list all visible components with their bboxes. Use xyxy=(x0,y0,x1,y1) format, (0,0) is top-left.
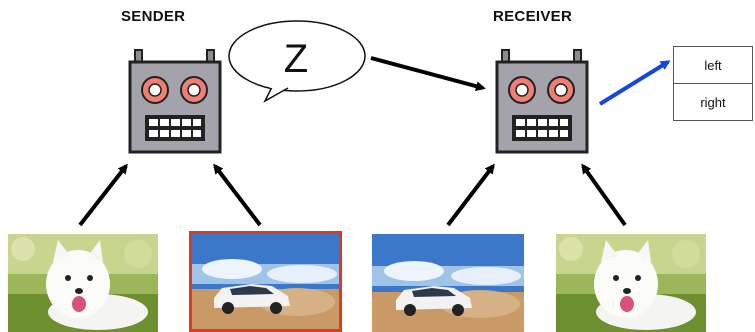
speech-bubble: Z xyxy=(228,20,366,103)
choice-right: right xyxy=(673,83,753,121)
car-image-selected xyxy=(189,231,342,332)
dog-image xyxy=(8,234,158,332)
arrow-img3-to-receiver xyxy=(446,163,495,227)
choice-left: left xyxy=(673,46,753,84)
dog-image xyxy=(556,234,706,332)
receiver-robot xyxy=(495,49,589,154)
message-symbol: Z xyxy=(284,37,308,81)
arrow-receiver-to-choice xyxy=(598,60,671,106)
arrow-img1-to-sender xyxy=(78,163,128,227)
sender-robot xyxy=(128,49,222,154)
sender-title: SENDER xyxy=(121,8,186,25)
arrow-img2-to-sender xyxy=(213,163,262,227)
arrow-message-to-receiver xyxy=(370,56,486,92)
receiver-title: RECEIVER xyxy=(493,8,573,25)
car-image xyxy=(372,234,524,332)
arrow-img4-to-receiver xyxy=(581,163,627,227)
